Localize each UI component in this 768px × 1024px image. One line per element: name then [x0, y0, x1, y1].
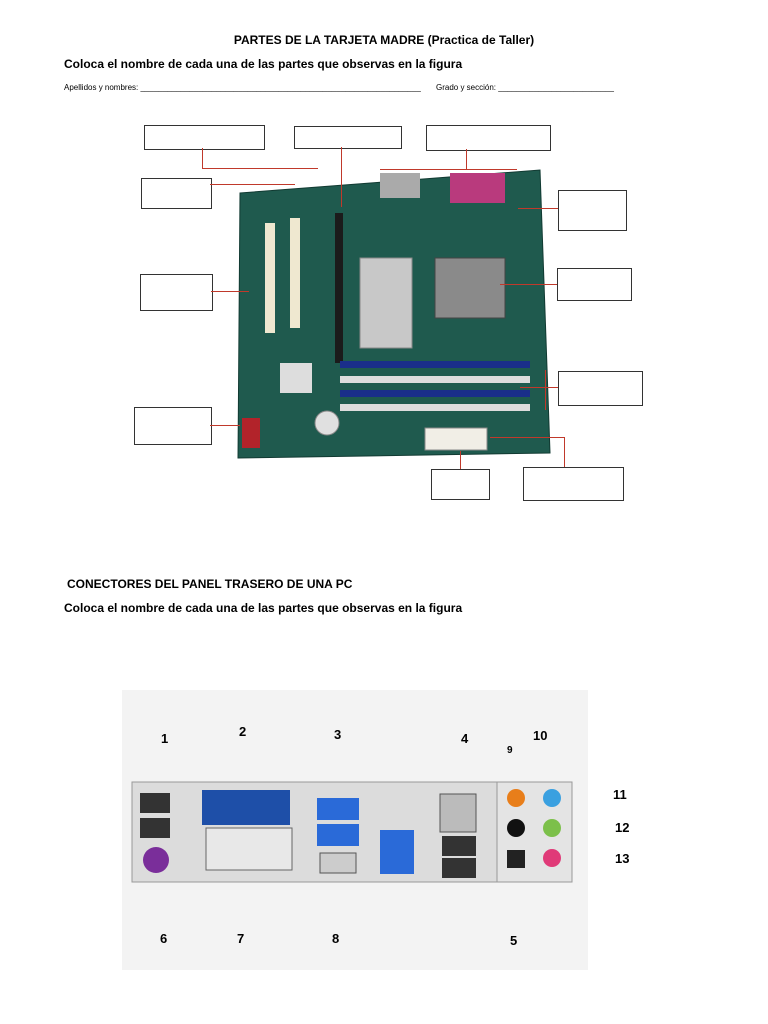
port-number: 3 — [334, 727, 342, 742]
label-box[interactable] — [523, 467, 624, 501]
label-box[interactable] — [557, 268, 632, 301]
port-number: 13 — [615, 851, 630, 866]
label-box[interactable] — [144, 125, 265, 150]
usb-port — [442, 858, 476, 878]
pcie-slot — [335, 213, 343, 363]
port-number: 1 — [161, 731, 169, 746]
northbridge-heatsink — [359, 257, 413, 349]
port-number: 7 — [237, 931, 245, 946]
usb3-port — [317, 798, 359, 820]
dvi-port — [205, 827, 293, 871]
port-number: 9 — [507, 745, 513, 756]
atx-power-connector — [424, 427, 488, 451]
ram-slot — [340, 361, 530, 368]
rear-panel-figure — [122, 690, 588, 970]
port-number: 4 — [461, 731, 469, 746]
label-box[interactable] — [141, 178, 212, 209]
page-title: PARTES DE LA TARJETA MADRE (Practica de … — [233, 33, 535, 47]
port-number: 5 — [510, 933, 518, 948]
vga-port — [202, 790, 290, 825]
cmos-battery — [314, 410, 340, 436]
label-box[interactable] — [140, 274, 213, 311]
southbridge-heatsink — [280, 363, 312, 393]
port-number: 8 — [332, 931, 340, 946]
usb-port — [140, 818, 170, 838]
port-number: 10 — [533, 728, 548, 743]
hdmi-port — [319, 852, 357, 874]
label-box[interactable] — [134, 407, 212, 445]
motherboard-figure — [237, 169, 551, 459]
audio-jack — [543, 789, 561, 807]
ram-slot — [340, 376, 530, 383]
usb-port — [140, 793, 170, 813]
audio-jack — [543, 849, 561, 867]
instruction-1: Coloca el nombre de cada una de las part… — [64, 57, 463, 71]
cpu-socket — [434, 257, 506, 319]
port-number: 6 — [160, 931, 168, 946]
usb3-port — [380, 830, 414, 874]
instruction-2: Coloca el nombre de cada una de las part… — [64, 601, 463, 615]
sata-ports — [242, 418, 260, 448]
label-box[interactable] — [558, 371, 643, 406]
port-number: 2 — [239, 724, 247, 739]
rear-io — [380, 173, 420, 198]
audio-jack — [543, 819, 561, 837]
label-box[interactable] — [294, 126, 402, 149]
port-number: 11 — [613, 787, 627, 802]
optical-port — [507, 850, 525, 868]
parallel-port — [450, 173, 505, 203]
usb-port — [442, 836, 476, 856]
grade-field-label: Grado y sección: _______________________… — [436, 83, 614, 92]
audio-jack — [507, 789, 525, 807]
port-number: 12 — [615, 820, 630, 835]
pci-slot — [290, 218, 300, 328]
label-box[interactable] — [426, 125, 551, 151]
pci-slot — [265, 223, 275, 333]
ram-slot — [340, 404, 530, 411]
audio-jack — [507, 819, 525, 837]
ram-slot — [340, 390, 530, 397]
section-2-title: CONECTORES DEL PANEL TRASERO DE UNA PC — [67, 577, 353, 591]
name-field-label: Apellidos y nombres: ___________________… — [64, 83, 421, 92]
lan-port — [439, 793, 477, 833]
ps2-port — [143, 847, 169, 873]
usb3-port — [317, 824, 359, 846]
label-box[interactable] — [558, 190, 627, 231]
label-box[interactable] — [431, 469, 490, 500]
